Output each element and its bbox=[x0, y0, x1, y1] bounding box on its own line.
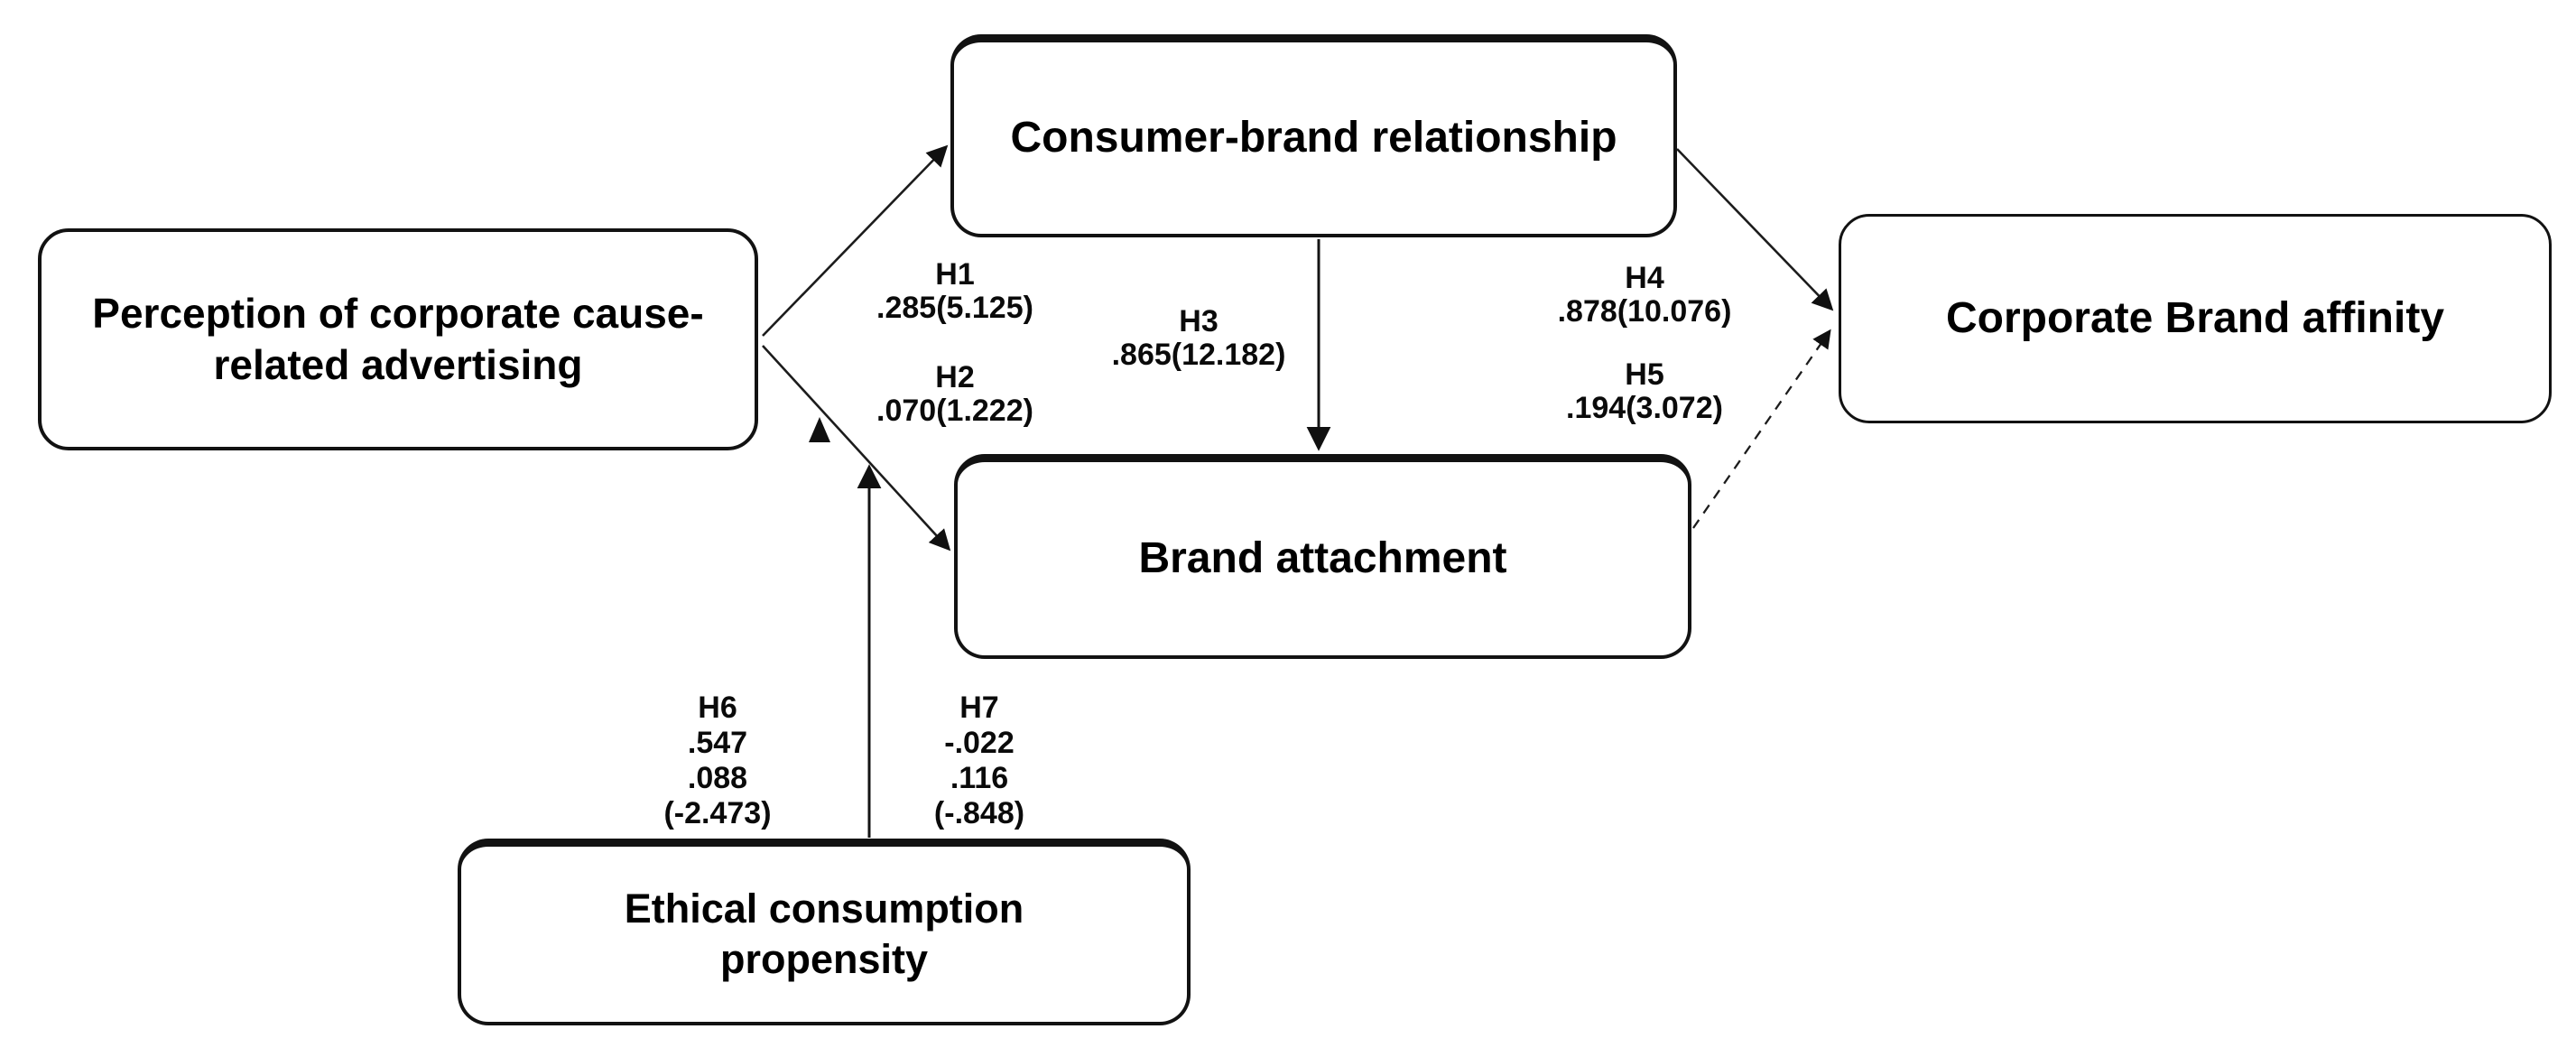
hypothesis-id: H6 bbox=[698, 691, 737, 725]
box-consumer-brand-relationship: Consumer-brand relationship bbox=[950, 34, 1677, 237]
box-brand-attachment: Brand attachment bbox=[954, 454, 1691, 659]
path-coefficient: .285(5.125) bbox=[876, 291, 1033, 325]
box-label: Brand attachment bbox=[1138, 534, 1507, 582]
h5-arrow-brand-attachment-to-corporate-affinity bbox=[1692, 329, 1831, 529]
path-label-h1: H1 .285(5.125) bbox=[876, 258, 1033, 325]
hypothesis-id: H4 bbox=[1625, 261, 1664, 295]
path-label-h4: H4 .878(10.076) bbox=[1558, 262, 1732, 329]
path-coefficient: .547 bbox=[687, 726, 748, 760]
h6-moderation-arrowhead bbox=[809, 417, 830, 442]
path-label-h5: H5 .194(3.072) bbox=[1566, 358, 1723, 425]
box-label: Ethical consumption propensity bbox=[624, 885, 1024, 982]
path-coefficient: .088 bbox=[687, 761, 748, 795]
box-label: Consumer-brand relationship bbox=[1010, 114, 1617, 162]
h2-arrow-perception-to-brand-attachment bbox=[762, 345, 951, 552]
path-coefficient: .194(3.072) bbox=[1566, 391, 1723, 425]
box-label: Perception of corporate cause-related ad… bbox=[92, 289, 704, 389]
path-label-h3: H3 .865(12.182) bbox=[1112, 305, 1286, 372]
hypothesis-id: H5 bbox=[1625, 357, 1664, 392]
path-coefficient: .865(12.182) bbox=[1111, 338, 1286, 372]
box-corporate-brand-affinity: Corporate Brand affinity bbox=[1839, 214, 2552, 423]
path-coefficient: .878(10.076) bbox=[1557, 294, 1732, 329]
hypothesis-id: H7 bbox=[959, 691, 999, 725]
path-coefficient: -.022 bbox=[944, 726, 1015, 760]
box-perception-of-corporate-cause-related-advertising: Perception of corporate cause-related ad… bbox=[38, 228, 758, 450]
hypothesis-id: H3 bbox=[1179, 304, 1219, 338]
path-label-h6: H6 .547 .088 (-2.473) bbox=[663, 691, 771, 831]
h4-arrow-consumer-brand-to-corporate-affinity bbox=[1676, 148, 1834, 311]
path-t-value: (-2.473) bbox=[663, 796, 772, 830]
box-label: Corporate Brand affinity bbox=[1945, 294, 2445, 342]
path-label-h7: H7 -.022 .116 (-.848) bbox=[934, 691, 1024, 831]
box-ethical-consumption-propensity: Ethical consumption propensity bbox=[458, 839, 1191, 1025]
path-coefficient: .070(1.222) bbox=[876, 394, 1033, 428]
h1-arrow-perception-to-consumer-brand bbox=[762, 144, 949, 337]
path-t-value: (-.848) bbox=[933, 796, 1025, 830]
hypothesis-id: H2 bbox=[935, 360, 975, 394]
path-coefficient: .116 bbox=[950, 761, 1009, 795]
path-label-h2: H2 .070(1.222) bbox=[876, 361, 1033, 428]
hypothesis-id: H1 bbox=[935, 257, 975, 292]
